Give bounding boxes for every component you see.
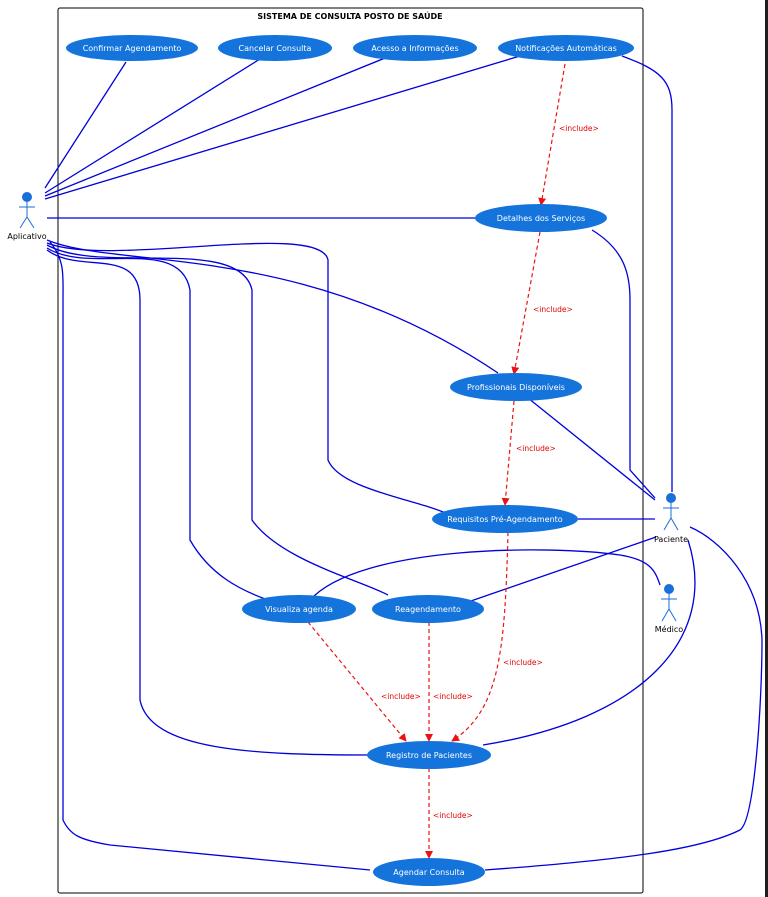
usecase-label: Cancelar Consulta: [239, 44, 312, 53]
include-label: <include>: [433, 692, 473, 701]
assoc-aplicativo-reagendamento: [46, 244, 389, 596]
actor-head-icon: [22, 192, 32, 202]
assoc-aplicativo-cancelar: [44, 58, 261, 194]
usecase-reagendamento[interactable]: Reagendamento: [372, 595, 484, 623]
include-requisitos-registro: [451, 531, 509, 742]
actor-medico-label: Médico: [655, 624, 684, 634]
assoc-aplicativo-agendar: [49, 241, 371, 871]
usecase-label: Confirmar Agendamento: [83, 44, 182, 53]
usecase-label: Visualiza agenda: [265, 605, 333, 614]
actor-medico[interactable]: [661, 584, 677, 622]
usecase-notificacoes-automaticas[interactable]: Notificações Automáticas: [498, 35, 634, 61]
assoc-aplicativo-acesso: [44, 55, 391, 197]
include-profissionais-requisitos: [501, 400, 515, 506]
system-boundary: [57, 7, 644, 894]
assoc-reagendamento-paciente: [467, 536, 657, 603]
usecase-label: Detalhes dos Serviços: [497, 214, 585, 223]
assoc-agendar-paciente: [484, 526, 763, 871]
usecase-registro-pacientes[interactable]: Registro de Pacientes: [367, 741, 491, 769]
assoc-visualiza-medico: [309, 549, 661, 601]
include-detalhes-profissionais: [511, 231, 541, 375]
assoc-aplicativo-visualiza: [46, 247, 269, 601]
actor-aplicativo-label: Aplicativo: [7, 232, 46, 241]
include-visualiza-registro: [307, 621, 407, 742]
actor-paciente-label: Paciente: [654, 535, 688, 544]
include-label: <include>: [559, 124, 599, 133]
usecase-cancelar-consulta[interactable]: Cancelar Consulta: [218, 35, 332, 61]
includes: [307, 63, 566, 859]
actor-aplicativo[interactable]: [19, 192, 35, 229]
assoc-registro-paciente: [482, 539, 696, 746]
usecase-label: Profissionais Disponíveis: [467, 383, 565, 392]
usecase-acesso-informacoes[interactable]: Acesso a Informações: [353, 35, 477, 61]
usecase-label: Requisitos Pré-Agendamento: [447, 514, 563, 524]
usecase-profissionais-disponiveis[interactable]: Profissionais Disponíveis: [450, 373, 582, 401]
usecase-label: Agendar Consulta: [393, 868, 465, 877]
assoc-aplicativo-requisitos: [46, 242, 451, 516]
include-label: <include>: [516, 444, 556, 453]
usecase-label: Notificações Automáticas: [515, 44, 617, 53]
usecase-label: Registro de Pacientes: [386, 751, 472, 760]
assoc-notificacoes-paciente: [621, 55, 673, 492]
actor-head-icon: [664, 584, 674, 594]
include-label: <include>: [533, 305, 573, 314]
usecase-visualiza-agenda[interactable]: Visualiza agenda: [242, 595, 356, 623]
assoc-aplicativo-notificacoes: [44, 55, 521, 200]
assoc-aplicativo-confirmar: [44, 61, 127, 189]
include-labels: <include> <include> <include> <include> …: [381, 124, 599, 820]
assoc-aplicativo-profissionais: [46, 239, 499, 374]
assoc-aplicativo-registro: [46, 249, 371, 756]
usecase-agendar-consulta[interactable]: Agendar Consulta: [373, 858, 485, 886]
usecase-detalhes-servicos[interactable]: Detalhes dos Serviços: [475, 204, 607, 232]
include-notificacoes-detalhes: [538, 63, 566, 206]
actor-paciente[interactable]: [663, 493, 679, 531]
system-title: SISTEMA DE CONSULTA POSTO DE SAÚDE: [257, 10, 442, 21]
usecase-label: Acesso a Informações: [371, 44, 458, 53]
actor-head-icon: [666, 493, 676, 503]
include-label: <include>: [433, 811, 473, 820]
usecase-label: Reagendamento: [395, 605, 461, 614]
include-label: <include>: [503, 658, 543, 667]
associations: [44, 55, 763, 871]
usecase-confirmar-agendamento[interactable]: Confirmar Agendamento: [66, 35, 198, 61]
include-label: <include>: [381, 692, 421, 701]
assoc-detalhes-paciente: [591, 229, 656, 499]
usecase-requisitos-pre-agendamento[interactable]: Requisitos Pré-Agendamento: [432, 505, 578, 533]
assoc-profissionais-paciente: [527, 397, 656, 501]
